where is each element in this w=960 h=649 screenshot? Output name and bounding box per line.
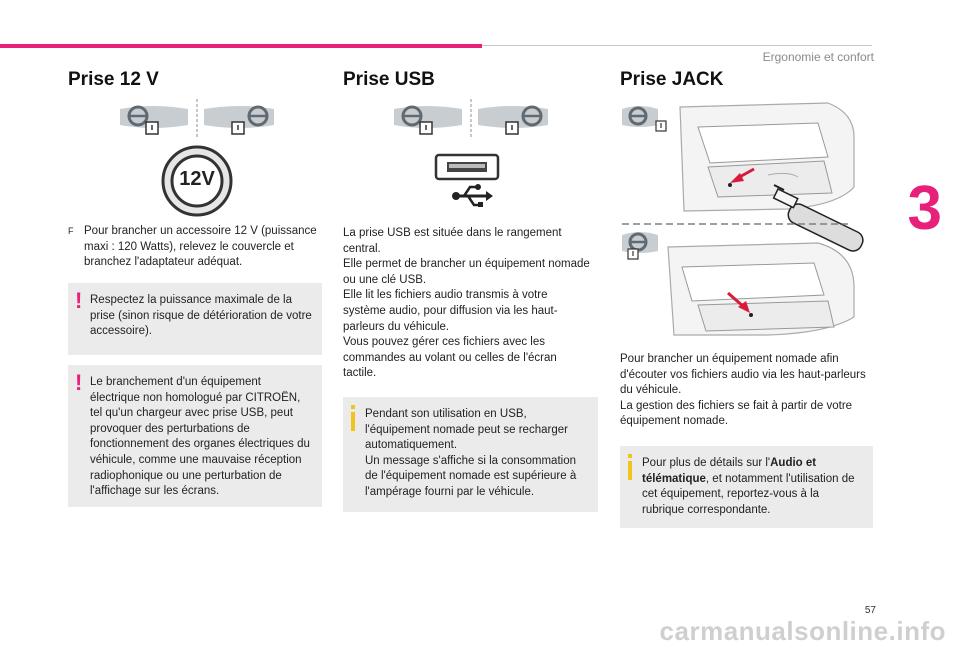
usb-body-line: Elle lit les fichiers audio transmis à v… <box>343 289 558 333</box>
jack-location-illustration <box>622 102 864 336</box>
info-note-jack: Pour plus de détails sur l'Audio et télé… <box>620 446 873 528</box>
header-divider <box>482 45 872 46</box>
warning-icon: ! <box>75 288 83 313</box>
info-icon <box>351 405 355 431</box>
12v-socket-icon <box>161 145 233 217</box>
dashboard-location-icon <box>120 99 274 137</box>
section-title: Ergonomie et confort <box>762 50 874 64</box>
info-text-bold-link: Audio et télématique <box>642 457 817 485</box>
dashboard-location-icon <box>394 99 548 137</box>
usb-body: La prise USB est située dans le rangemen… <box>343 226 593 382</box>
header-accent-bar <box>0 44 482 48</box>
usb-body-line: La prise USB est située dans le rangemen… <box>343 227 562 255</box>
12v-instruction: F Pour brancher un accessoire 12 V (puis… <box>68 224 326 271</box>
chapter-number: 3 <box>907 174 942 243</box>
info-text-pre: Pour plus de détails sur l' <box>642 457 771 469</box>
heading-12v: Prise 12 V <box>68 69 159 90</box>
usb-body-line: Elle permet de brancher un équipement no… <box>343 258 590 286</box>
usb-symbol-icon <box>452 184 493 207</box>
bullet-marker: F <box>68 226 74 236</box>
jack-body-line: Pour brancher un équipement nomade afin … <box>620 353 866 397</box>
warning-text-power: Respectez la puissance maximale de la pr… <box>90 294 312 338</box>
info-note-usb: Pendant son utilisation en USB, l'équipe… <box>343 397 598 512</box>
info-text-consumption: Un message s'affiche si la consommation … <box>365 454 577 498</box>
watermark: carmanualsonline.info <box>659 616 946 646</box>
heading-jack: Prise JACK <box>620 69 724 90</box>
jack-body: Pour brancher un équipement nomade afin … <box>620 352 874 430</box>
warning-icon: ! <box>75 370 83 395</box>
heading-usb: Prise USB <box>343 69 435 90</box>
page-number: 57 <box>864 605 876 616</box>
warning-note-power: ! Respectez la puissance maximale de la … <box>68 283 322 355</box>
jack-body-line: La gestion des fichiers se fait à partir… <box>620 399 853 428</box>
usb-port-icon <box>434 153 500 181</box>
usb-body-line: Vous pouvez gérer ces fichiers avec les … <box>343 336 557 380</box>
12v-instruction-text: Pour brancher un accessoire 12 V (puissa… <box>84 225 317 269</box>
info-text-post: , et notamment l'utilisation de cet équi… <box>642 472 855 516</box>
warning-text-homologation: Le branchement d'un équipement électriqu… <box>90 376 310 498</box>
warning-note-homologation: ! Le branchement d'un équipement électri… <box>68 365 322 507</box>
info-icon <box>628 454 632 480</box>
socket-label: 12V <box>179 168 215 190</box>
info-text-charging: Pendant son utilisation en USB, l'équipe… <box>365 408 568 452</box>
